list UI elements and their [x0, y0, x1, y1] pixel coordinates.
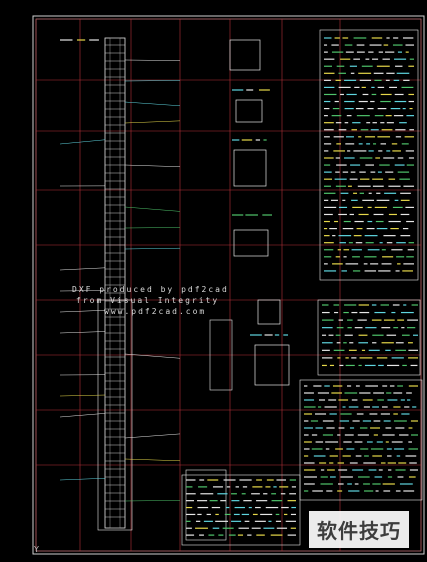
section-details [209, 39, 290, 391]
sheet-border [32, 15, 425, 555]
ucs-axis-label: Y [34, 545, 39, 554]
linework-detail [59, 37, 418, 536]
site-watermark: 软件技巧 [309, 511, 409, 548]
reference-grid [35, 18, 422, 552]
watermark-line-3: www.pdf2cad.com [104, 307, 207, 316]
watermark-line-2: from Visual Integrity [76, 296, 220, 305]
watermark-line-1: DXF produced by pdf2cad [72, 285, 229, 294]
tower-elevation [97, 37, 227, 541]
notes-and-tables [181, 29, 423, 546]
